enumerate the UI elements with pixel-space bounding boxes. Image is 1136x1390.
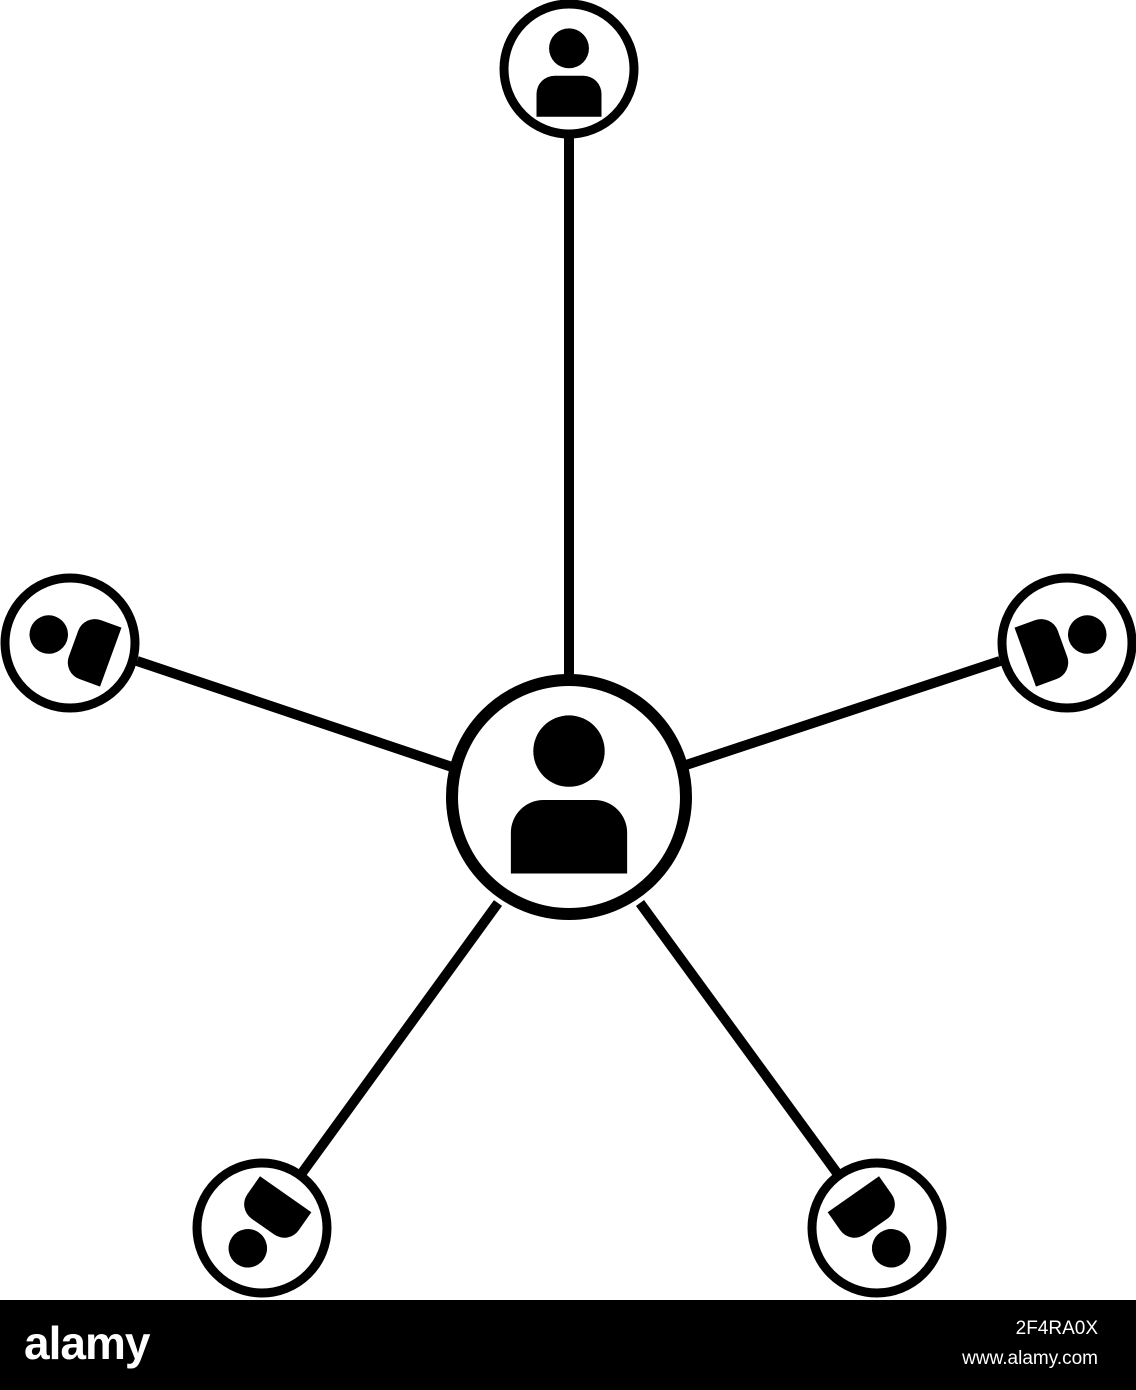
connector-line-upper-right bbox=[681, 656, 1002, 771]
network-diagram bbox=[0, 0, 1136, 1298]
center-node bbox=[446, 674, 692, 920]
source-url: www.alamy.com bbox=[962, 1348, 1098, 1369]
connector-line-lower-right bbox=[635, 900, 842, 1176]
node-upper-right bbox=[997, 573, 1136, 713]
connector-line-upper-left bbox=[135, 656, 454, 772]
node-lower-right bbox=[807, 1158, 947, 1298]
watermark-meta: 2F4RA0X www.alamy.com bbox=[962, 1314, 1098, 1374]
node-lower-left bbox=[192, 1158, 332, 1298]
brand-logo: alamy bbox=[24, 1317, 150, 1369]
node-top bbox=[499, 0, 639, 139]
image-id: 2F4RA0X bbox=[1015, 1318, 1098, 1339]
watermark-bar: alamy 2F4RA0X www.alamy.com bbox=[0, 1300, 1136, 1390]
connector-line-lower-left bbox=[297, 900, 503, 1176]
node-upper-left bbox=[0, 573, 140, 713]
